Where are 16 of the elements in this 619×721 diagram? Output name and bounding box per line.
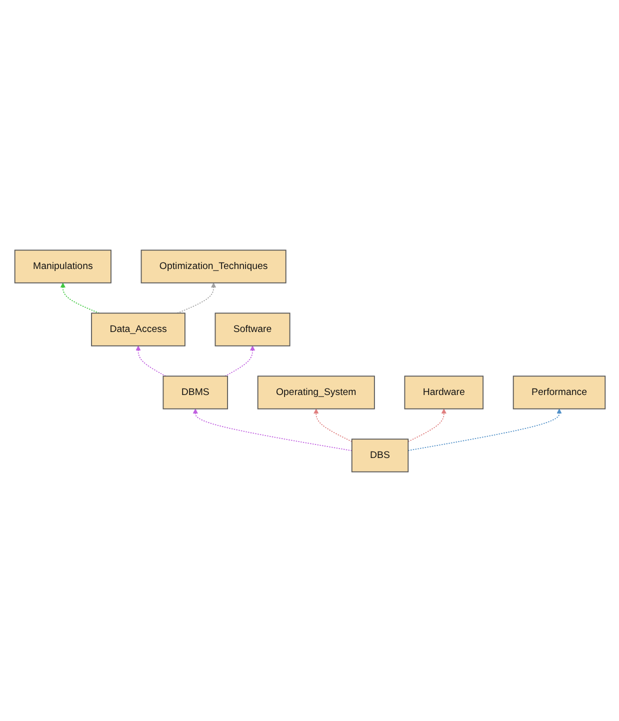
node-box: Performance bbox=[512, 375, 606, 409]
arrow bbox=[407, 408, 446, 442]
node-box: Operating_System bbox=[256, 375, 374, 409]
arrow bbox=[224, 345, 255, 376]
node-box: DBS bbox=[350, 438, 408, 472]
node-box: Hardware bbox=[404, 375, 484, 409]
node-box: Optimization_Techniques bbox=[140, 249, 286, 283]
arrow bbox=[135, 345, 166, 376]
arrow bbox=[192, 408, 352, 451]
node-box: Software bbox=[214, 312, 290, 346]
arrow bbox=[407, 408, 562, 450]
node-box: DBMS bbox=[162, 375, 228, 409]
arrow bbox=[312, 408, 352, 442]
node-box: Manipulations bbox=[14, 249, 111, 283]
node-box: Data_Access bbox=[90, 312, 185, 346]
arrow bbox=[60, 282, 100, 314]
